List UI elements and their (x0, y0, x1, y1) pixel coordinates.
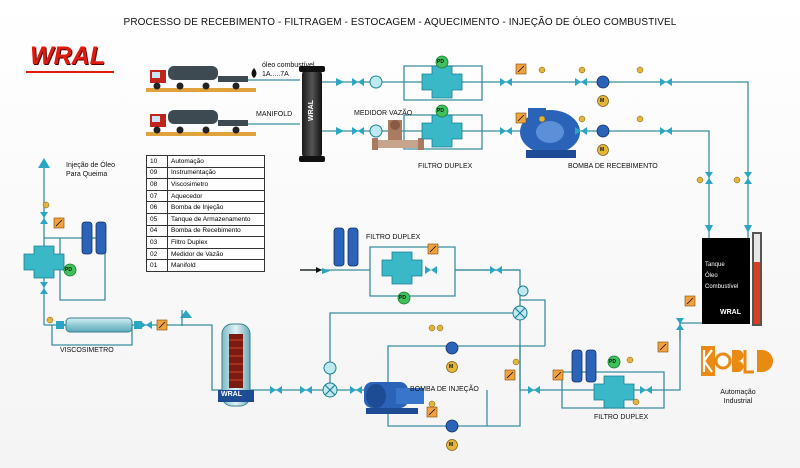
flow-arrows (38, 78, 752, 318)
tank-label-2: Óleo (705, 273, 718, 279)
pd-label: PD (609, 359, 616, 365)
duplex-filter-label-2: FILTRO DUPLEX (366, 234, 421, 241)
burn-injection-label-1: Injeção de Óleo (66, 162, 116, 169)
manifold-body-brand: WRAL (308, 100, 315, 121)
legend-number: 10 (146, 155, 168, 168)
duplex-filter-shapes (23, 65, 635, 409)
heater (218, 323, 254, 407)
tank-brand: WRAL (720, 309, 741, 316)
oil-type-label: óleo combustível (262, 62, 315, 69)
oil-grade-label: 1A.....7A (262, 71, 289, 78)
page-title: PROCESSO DE RECEBIMENTO - FILTRAGEM - ES… (123, 17, 677, 28)
receiving-pump-label: BOMBA DE RECEBIMENTO (568, 163, 658, 170)
flow-meter (372, 120, 424, 150)
legend-number: 05 (146, 212, 168, 226)
legend-number: 06 (146, 201, 168, 214)
flow-meter-label: MEDIDOR VAZÃO (354, 110, 413, 117)
viscometer-label: VISCOSIMETRO (60, 347, 114, 354)
filter-housings (81, 221, 597, 383)
receiving-pump (520, 108, 580, 158)
tanker-truck-2 (146, 110, 256, 136)
legend-text: Aquecedor (167, 189, 265, 203)
kobold-logo (701, 346, 775, 386)
legend-number: 08 (146, 178, 168, 191)
motor-circles (446, 95, 609, 451)
injection-pump-label: BOMBA DE INJEÇÃO (410, 386, 479, 393)
motor-label: M (600, 98, 605, 104)
tank-label-3: Combustível (705, 284, 739, 290)
legend-text: Automação (167, 155, 265, 168)
legend-text: Bomba de Injeção (167, 201, 265, 214)
legend-number: 03 (146, 236, 168, 249)
legend-text: Bomba de Recebimento (167, 224, 265, 238)
legend-number: 07 (146, 189, 168, 203)
tag-slashes (55, 65, 694, 416)
motor-label: M (449, 364, 454, 370)
pd-label: PD (437, 108, 444, 114)
duplex-filter-label-1: FILTRO DUPLEX (418, 163, 473, 170)
pd-label: PD (65, 267, 72, 273)
duplex-filter-label-3: FILTRO DUPLEX (594, 414, 649, 421)
legend-number: 09 (146, 166, 168, 180)
legend-number: 01 (146, 259, 168, 272)
wral-logo: WRAL (30, 42, 105, 70)
storage-tank (702, 232, 762, 326)
pump-symbols (445, 75, 610, 433)
legend-text: Tanque de Armazenamento (167, 212, 265, 226)
legend-text: Viscosimetro (167, 178, 265, 191)
motor-label: M (600, 147, 605, 153)
legend-number: 04 (146, 224, 168, 238)
heater-brand: WRAL (221, 391, 242, 398)
injection-pump (364, 382, 424, 414)
legend-text: Filtro Duplex (167, 236, 265, 249)
pd-label: PD (399, 295, 406, 301)
manifold-label: MANIFOLD (256, 111, 293, 118)
sensors (42, 66, 741, 408)
legend-text: Manifold (167, 259, 265, 272)
motor-label: M (449, 442, 454, 448)
legend-text: Medidor de Vazão (167, 247, 265, 261)
legend-text: Instrumentação (167, 166, 265, 180)
pd-label: PD (437, 59, 444, 65)
tanker-truck-1 (146, 66, 256, 92)
partner-label-2: Industrial (723, 398, 753, 405)
tank-label-1: Tanque (705, 262, 725, 268)
partner-label-1: Automação (720, 389, 756, 396)
viscometer-body (65, 317, 133, 333)
legend-number: 02 (146, 247, 168, 261)
manifold (299, 66, 325, 162)
logo-underline (26, 71, 114, 73)
pd-gauges (63, 55, 621, 369)
oil-drop-icon (251, 68, 257, 78)
burn-injection-label-2: Para Queima (66, 171, 108, 178)
